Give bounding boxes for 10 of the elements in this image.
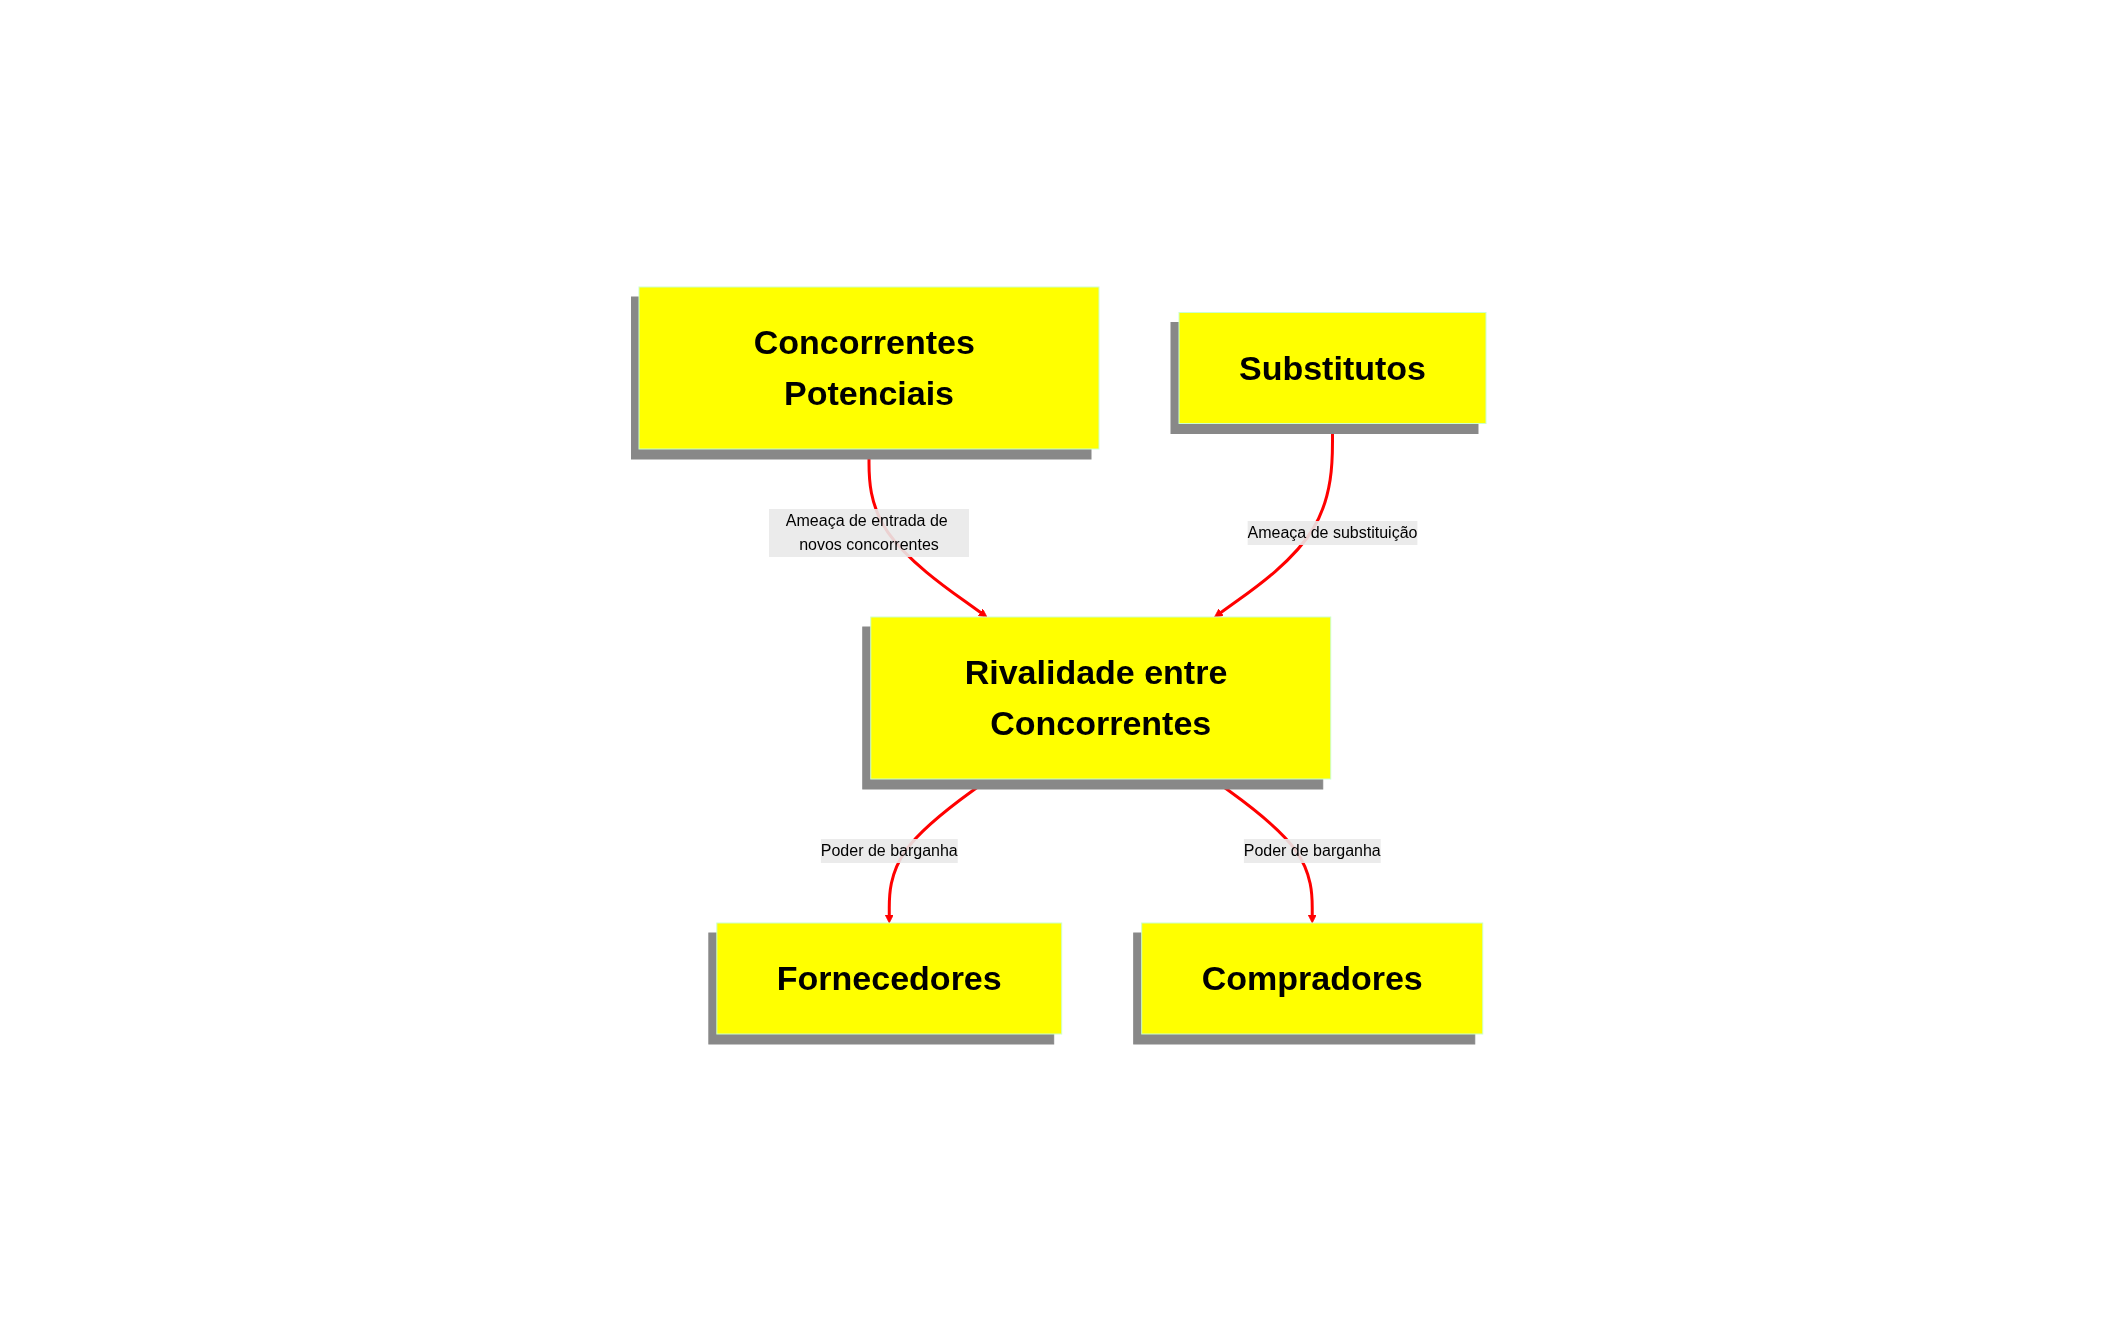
edge-label: Ameaça de entrada de novos concorrentes — [785, 512, 948, 553]
node-box: Substitutos — [1178, 312, 1487, 424]
edge-label: Ameaça de substituição — [1247, 524, 1418, 541]
edge-label: Poder de barganha — [1243, 842, 1381, 859]
edge-label: Poder de barganha — [820, 842, 958, 859]
node-box: Rivalidade entre Concorrentes — [870, 616, 1332, 780]
arrow — [1214, 423, 1334, 618]
node-box: Compradores — [1141, 922, 1484, 1035]
node-box: Concorrentes Potenciais — [638, 286, 1100, 450]
node-box: Fornecedores — [716, 922, 1063, 1035]
